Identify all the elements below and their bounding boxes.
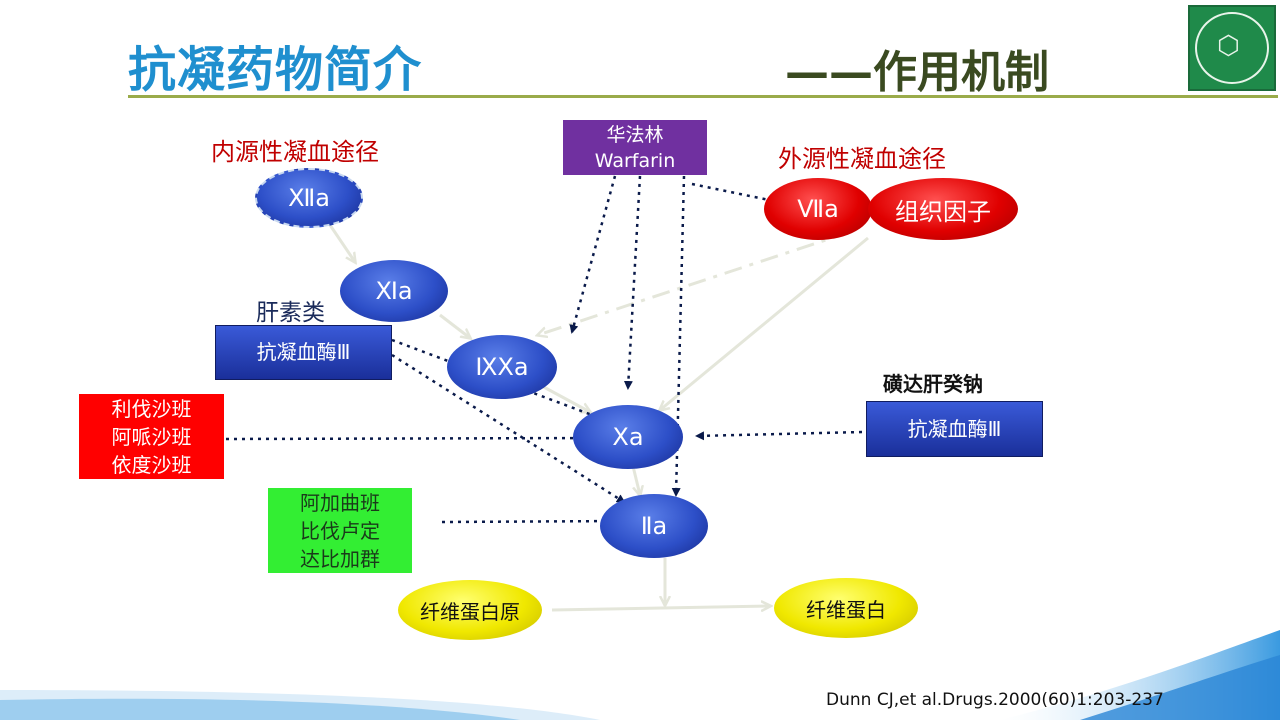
factor-xiia: Ⅻa (255, 168, 363, 228)
society-logo: ⬡ (1188, 5, 1276, 91)
logo-ring (1195, 12, 1269, 84)
xa-inhibitors-box: 利伐沙班 阿哌沙班 依度沙班 (79, 394, 224, 479)
thrombin-inhibitor-item: 比伐卢定 (300, 518, 380, 543)
xa-inhibitor-item: 阿哌沙班 (111, 424, 192, 449)
warfarin-box: 华法林 Warfarin (563, 120, 707, 175)
thrombin-inhibitors-box: 阿加曲班 比伐卢定 达比加群 (268, 488, 412, 573)
antithrombin-box-right: 抗凝血酶Ⅲ (866, 401, 1043, 457)
tissue-factor: 组织因子 (868, 178, 1018, 240)
warfarin-cn-label: 华法林 (606, 123, 664, 146)
page-subtitle: ——作用机制 (785, 47, 1049, 98)
cascade-arrows (328, 224, 869, 610)
thrombin-inhibitor-item: 阿加曲班 (300, 490, 380, 515)
fondaparinux-label: 磺达肝癸钠 (883, 372, 983, 396)
factor-xia: Ⅺa (340, 260, 448, 322)
page-title: 抗凝药物简介 (128, 42, 423, 98)
factor-iia: Ⅱa (600, 494, 708, 558)
intrinsic-pathway-label: 内源性凝血途径 (211, 138, 379, 166)
fibrin: 纤维蛋白 (774, 578, 918, 638)
thrombin-inhibitor-item: 达比加群 (300, 546, 380, 571)
heparins-label: 肝素类 (256, 300, 325, 326)
xa-inhibitor-item: 利伐沙班 (111, 396, 192, 421)
hexagon-molecule-icon: ⬡ (1217, 31, 1240, 61)
factor-xa: Ⅹa (573, 405, 683, 469)
xa-inhibitor-item: 依度沙班 (111, 452, 192, 477)
factor-viia: Ⅶa (764, 178, 872, 240)
antithrombin-box-left: 抗凝血酶Ⅲ (215, 325, 392, 380)
title-divider (128, 95, 1278, 98)
warfarin-en-label: Warfarin (594, 149, 676, 172)
citation: Dunn CJ,et al.Drugs.2000(60)1:203-237 (826, 690, 1164, 710)
factor-ixa: ⅨXa (447, 335, 557, 399)
extrinsic-pathway-label: 外源性凝血途径 (778, 145, 946, 173)
fibrinogen: 纤维蛋白原 (398, 580, 542, 640)
